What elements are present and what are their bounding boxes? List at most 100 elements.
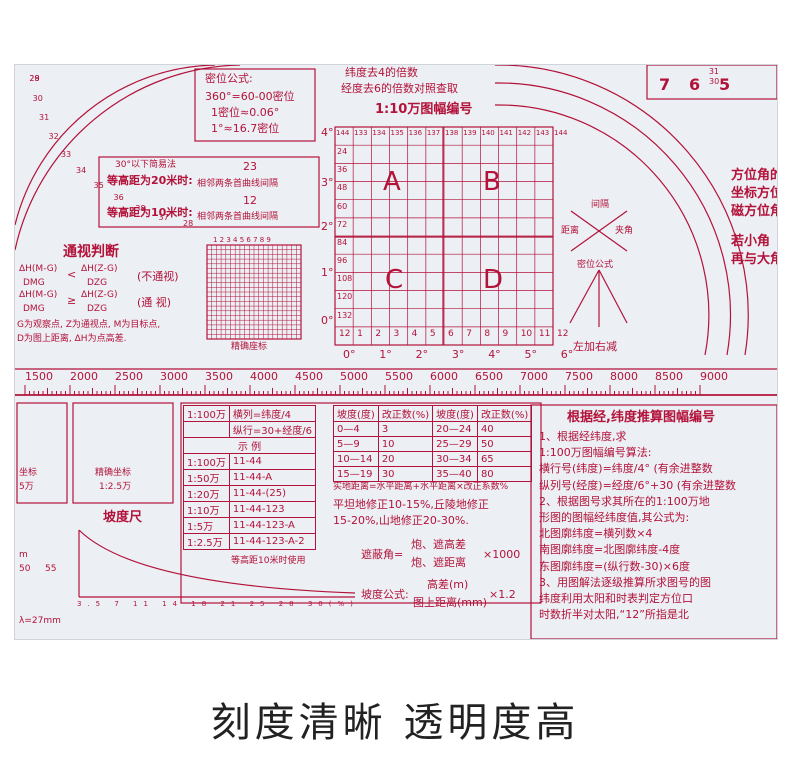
vis-f1-result: (不通视) <box>137 270 179 283</box>
deg-y-4: 4° <box>321 126 334 139</box>
contour-row-1: 等高距为20米时: <box>107 174 193 187</box>
vis-f2-den2: DZG <box>87 304 108 314</box>
grid-letter-a: A <box>383 167 401 197</box>
slope-cell: 30 <box>377 466 434 482</box>
protractor-right-label: 30 <box>708 76 720 86</box>
grid-x-degree: 2° <box>415 348 429 361</box>
dir-left: 距离 <box>561 226 580 236</box>
slope-ruler-sub: 等高距10米时使用 <box>231 556 306 566</box>
contour-den-1: 相邻两条首曲线间隔 <box>197 179 279 189</box>
slope-cell: 40 <box>476 421 533 437</box>
grid-left-cell: 36 <box>337 165 348 175</box>
mil-line-1: 360°=60-00密位 <box>205 90 295 103</box>
slope-cell: 35—40 <box>432 466 478 482</box>
slope-cell: 3 <box>377 421 434 437</box>
slope-head: 改正数(%) <box>476 405 533 422</box>
sheet-scale: 1:10万 <box>183 501 230 518</box>
vis-f1-num2: ΔH(Z-G) <box>81 264 118 274</box>
deg-y-3: 3° <box>321 176 334 189</box>
vis-f2-result: (通 视) <box>137 296 172 309</box>
protractor-left-label: 35 <box>93 180 104 190</box>
visibility-title: 通视判断 <box>63 244 119 260</box>
grid-bottom-cell: 5 <box>429 329 436 339</box>
sheet-code: 11-44-123 <box>228 501 317 518</box>
latlon-item: 北图廓纬度=横列数×4 <box>539 527 653 541</box>
grid-bottom-cell: 11 <box>538 329 551 339</box>
protractor-left-label: 33 <box>60 149 72 159</box>
slope-note-2: 平坦地修正10-15%,丘陵地修正 <box>333 498 489 511</box>
grid-bottom-cell: 8 <box>484 329 491 339</box>
grid-bottom-cell: 12 <box>557 329 569 339</box>
latlon-item: 南图廓纬度=北图廓纬度-4度 <box>539 543 681 557</box>
latlon-item: 2、根据图号求其所在的1:100万地 <box>539 494 710 508</box>
scale-tick-label: 6500 <box>475 370 503 383</box>
grid-x-degree: 6° <box>560 348 574 361</box>
protractor-left-label: 28 <box>29 74 40 84</box>
slope-cell: 15—19 <box>333 466 379 482</box>
latlon-title: 根据经,纬度推算图幅编号 <box>567 410 715 425</box>
left-misc-55: 55 <box>45 564 57 574</box>
scale-tick-label: 5500 <box>385 370 413 383</box>
grid-top-cell: 143 <box>535 129 550 137</box>
left-misc-m: m <box>19 550 28 560</box>
grid-top-cell: 140 <box>481 129 495 137</box>
grid-bottom-cell: 9 <box>502 329 509 339</box>
latlon-item: 东图廓纬度=(纵行数-30)×6度 <box>539 559 690 573</box>
cover-label: 遮蔽角= <box>361 548 404 561</box>
grid-left-cell: 84 <box>337 237 348 247</box>
right-text-4: 若小角 <box>731 234 771 249</box>
latlon-item: 纬度利用太阳和时表判定方位口 <box>539 592 693 605</box>
top-right-digit-1: 7 <box>659 75 671 94</box>
left-coord: 坐标 <box>19 468 38 478</box>
slope-cell: 0—4 <box>333 421 379 437</box>
scale-tick-label: 3500 <box>205 370 233 383</box>
vis-f2-num1: ΔH(M-G) <box>19 290 58 300</box>
top-right-digit-2: 6 <box>689 75 701 94</box>
slope-head: 坡度(度) <box>432 405 478 422</box>
sheet-head-0: 1:100万 <box>183 405 230 422</box>
left-misc-lambda: λ=27mm <box>19 616 61 626</box>
right-text-5: 再与大角 <box>731 252 778 267</box>
slope-formula-label: 坡度公式: <box>361 588 409 601</box>
grid-top-cell: 138 <box>445 129 459 137</box>
sheet-code: 11-44-123-A <box>228 517 317 534</box>
grid-top-cell: 141 <box>499 129 513 137</box>
sheet-code: 11-44 <box>228 453 317 470</box>
vis-f1-den1: DMG <box>23 278 45 288</box>
slope-cell: 30—34 <box>432 451 478 467</box>
grid-letter-d: D <box>483 265 504 295</box>
grid-bottom-cell: 12 <box>339 329 351 339</box>
protractor-right-label: 31 <box>708 67 719 77</box>
top-right-digit-3: 5 <box>719 75 731 94</box>
scale-tick-label: 2500 <box>115 370 143 383</box>
protractor-left-label: 28 <box>183 218 194 228</box>
grid-bottom-cell: 4 <box>411 329 418 339</box>
grid-letter-c: C <box>385 265 404 295</box>
right-text-2: 坐标方位 <box>731 186 778 201</box>
top-note-1: 纬度去4的倍数 <box>345 66 418 79</box>
slope-cell: 5—9 <box>333 436 379 452</box>
deg-y-2: 2° <box>321 220 334 233</box>
cover-den: 炮、遮距离 <box>411 556 466 569</box>
deg-y-1: 1° <box>321 266 334 279</box>
grid-x-degree: 1° <box>379 348 392 361</box>
ruler-photo: 纬度去4的倍数 经度去6的倍数对照查取 1:10万图幅编号 密位公式: 360°… <box>14 64 778 640</box>
grid-bottom-cell: 1 <box>357 329 363 339</box>
vis-f2-op: ≥ <box>67 294 77 307</box>
vis-f1-op: < <box>67 268 77 281</box>
sheet-code: 11-44-123-A-2 <box>228 533 317 550</box>
contour-num-2: 12 <box>243 194 257 207</box>
vis-f1-den2: DZG <box>87 278 108 288</box>
sheet-scale: 1:50万 <box>183 469 230 486</box>
scale-tick-label: 5000 <box>340 370 368 383</box>
grid-left-cell: 108 <box>337 274 353 284</box>
sheet-code: 11-44-(25) <box>228 485 317 502</box>
cover-num: 炮、遮高差 <box>411 538 466 551</box>
sheet-scale: 1:5万 <box>183 517 230 534</box>
scale-tick-label: 2000 <box>70 370 98 383</box>
scale-tick-label: 8500 <box>655 370 683 383</box>
ruler-linework <box>15 65 777 639</box>
slope-formula-num: 高差(m) <box>427 578 469 591</box>
grid-top-cell: 139 <box>463 129 477 137</box>
sheet-scale: 1:2.5万 <box>183 533 230 550</box>
